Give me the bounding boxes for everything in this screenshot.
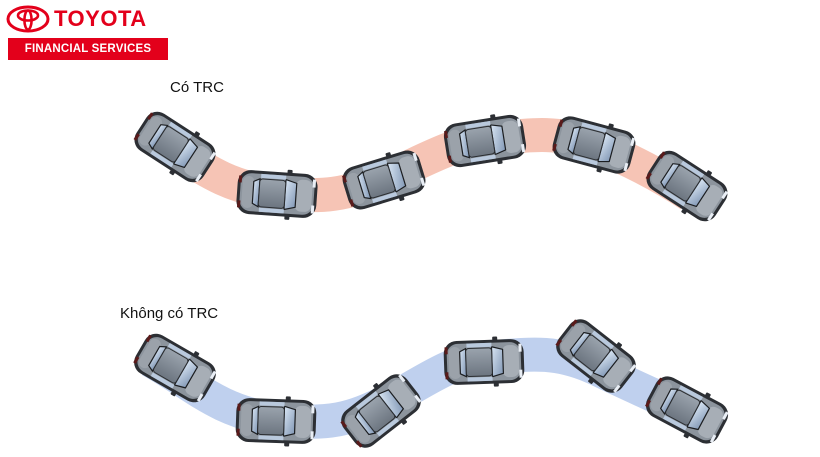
panel-without-trc [127, 311, 735, 456]
panel-with-trc [127, 103, 735, 230]
car-icon [440, 109, 530, 173]
car-icon [234, 394, 318, 448]
panel-label-without-trc: Không có TRC [120, 305, 219, 322]
brand-name: TOYOTA [54, 6, 147, 31]
car-icon [548, 109, 640, 181]
car-icon [442, 335, 526, 389]
brand-tagline: FINANCIAL SERVICES [8, 38, 168, 60]
toyota-financial-services-logo: TOYOTA FINANCIAL SERVICES [6, 4, 168, 60]
panel-label-with-trc: Có TRC [170, 79, 224, 96]
car-icon [234, 165, 320, 223]
car-icon [337, 143, 431, 217]
toyota-emblem-icon [6, 5, 50, 33]
